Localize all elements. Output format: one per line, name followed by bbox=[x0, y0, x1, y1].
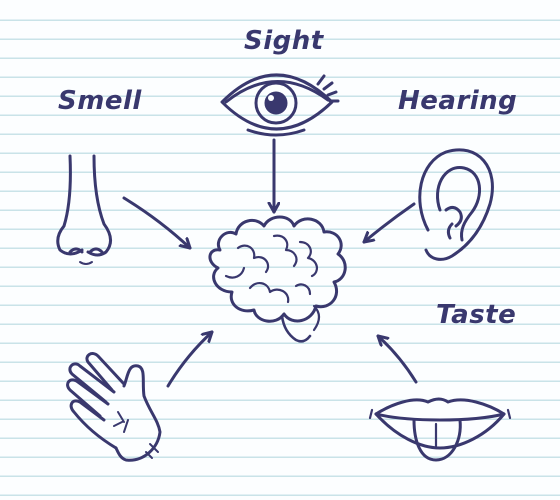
arrow-hearing-to-brain bbox=[362, 202, 416, 244]
taste-label: Taste bbox=[436, 300, 517, 330]
arrow-taste-to-brain bbox=[376, 334, 418, 384]
brain-icon bbox=[208, 215, 347, 343]
nose-icon bbox=[56, 154, 112, 265]
hand-icon bbox=[66, 352, 162, 462]
mouth-icon bbox=[368, 397, 512, 462]
smell-label: Smell bbox=[58, 86, 142, 116]
eye-icon bbox=[220, 73, 340, 137]
arrow-smell-to-brain bbox=[122, 196, 192, 250]
ear-icon bbox=[418, 148, 494, 261]
arrow-touch-to-brain bbox=[166, 330, 214, 388]
hearing-label: Hearing bbox=[398, 86, 518, 116]
sight-label: Sight bbox=[244, 26, 324, 56]
